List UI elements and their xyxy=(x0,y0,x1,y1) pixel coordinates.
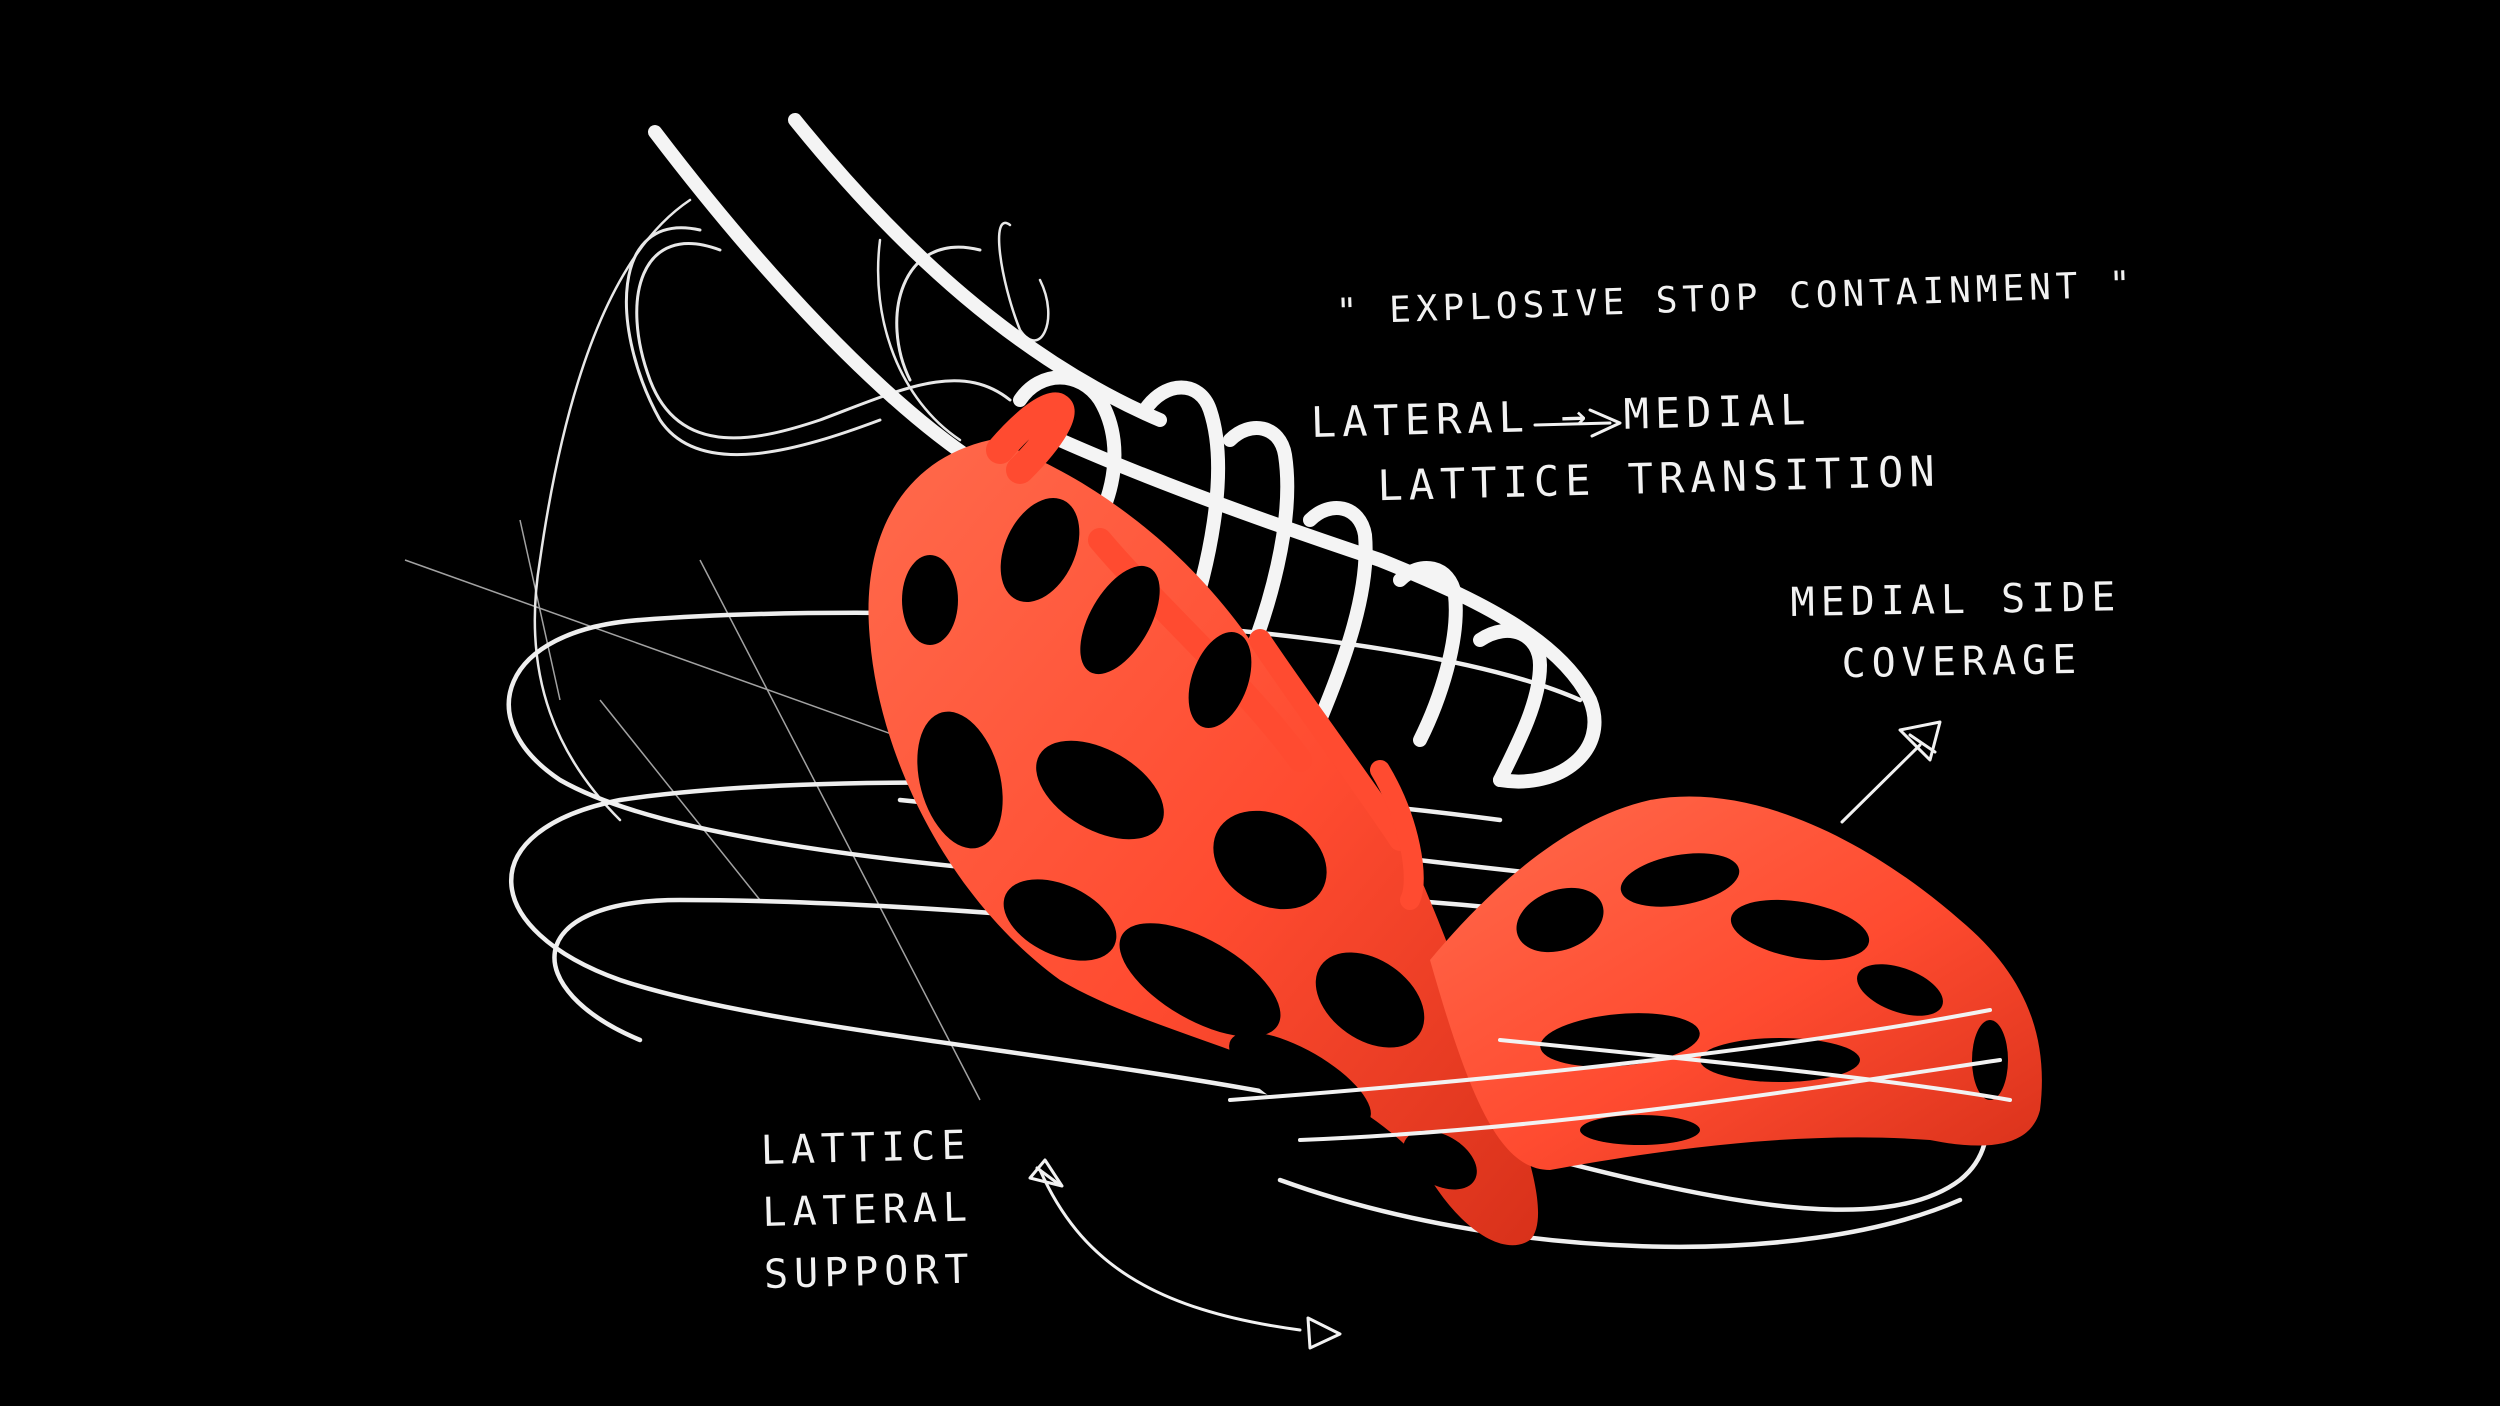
annotation-lattice-line2: LATERAL xyxy=(761,1184,974,1236)
annotation-medial-side-coverage: MEDIAL SIDE COVERAGE xyxy=(1790,566,2123,696)
annotation-lattice-lateral-support: LATTICE LATERAL SUPPORT xyxy=(760,1114,975,1305)
laces xyxy=(648,113,1602,789)
overlay-lines xyxy=(1228,1008,2012,1142)
annotation-medial-line2: COVERAGE xyxy=(1841,636,2083,688)
annotation-lateral-medial-transition: LATERAL → MEDIAL LATTICE TRANSITION xyxy=(1310,374,1941,521)
sketch-arrow-icon xyxy=(1028,408,1942,1350)
annotation-lattice-line3: SUPPORT xyxy=(763,1246,976,1298)
lattice-structure xyxy=(868,392,2042,1246)
annotation-lattice-line1: LATTICE xyxy=(760,1122,972,1174)
sketch-outlines xyxy=(533,198,1050,822)
annotation-medial-line1: MEDIAL SIDE xyxy=(1790,574,2122,626)
